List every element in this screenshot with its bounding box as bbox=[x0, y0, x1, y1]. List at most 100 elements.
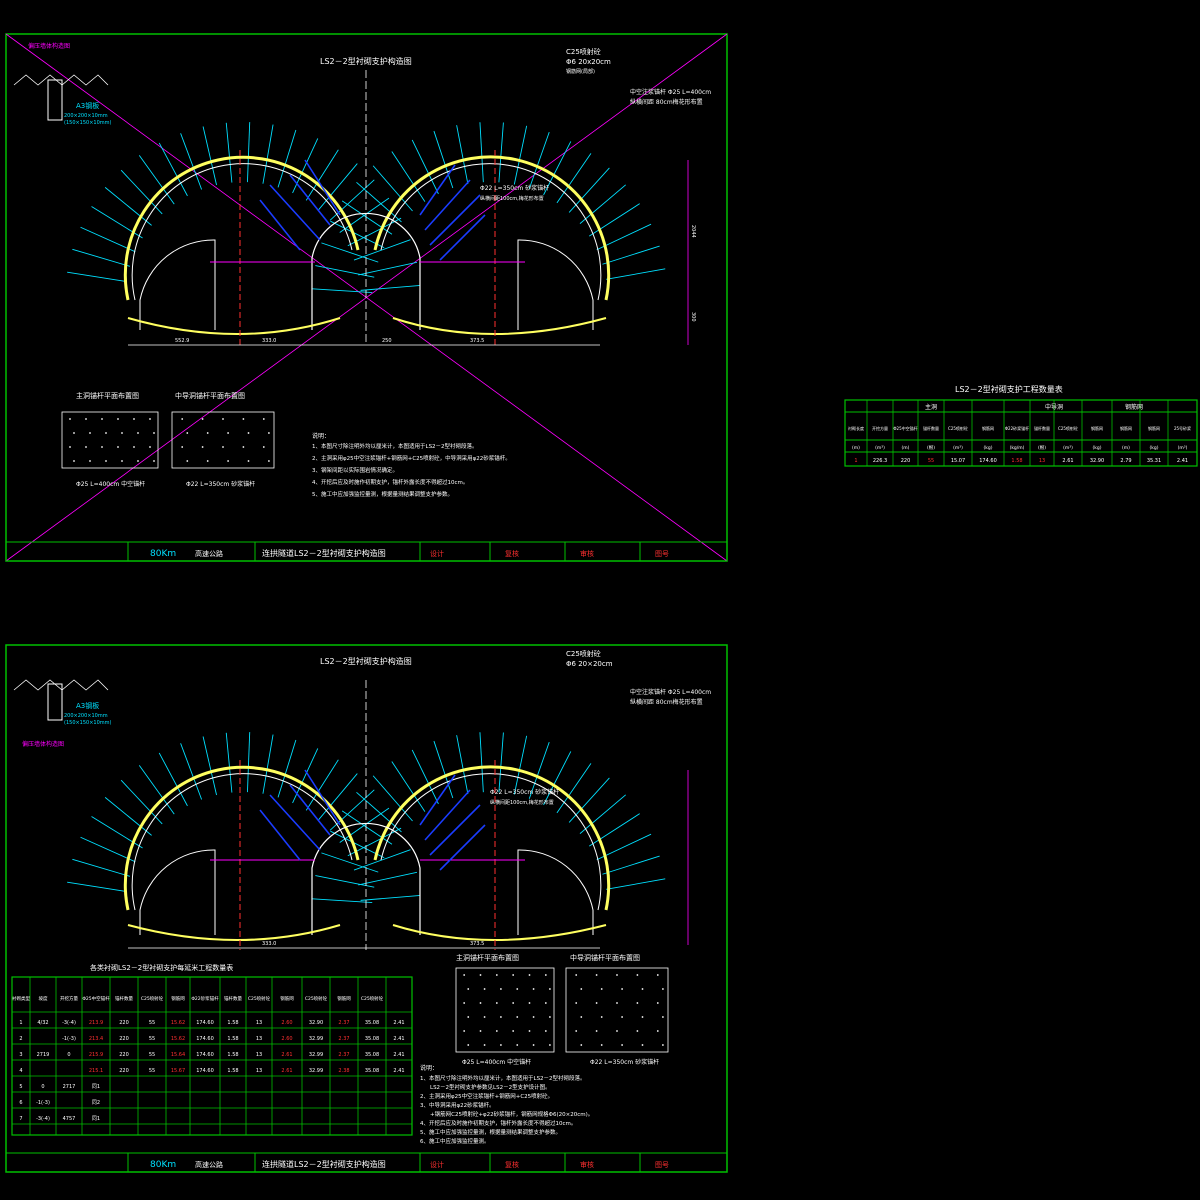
anchor-ray bbox=[391, 151, 426, 202]
qty-unit: (m) bbox=[852, 445, 860, 451]
anchor-dot bbox=[483, 1016, 486, 1018]
anchor-dot bbox=[186, 432, 189, 434]
anchor-ray bbox=[372, 775, 413, 822]
qty-unit: (m³) bbox=[1063, 445, 1073, 451]
table-cell: -3(-4) bbox=[36, 1116, 50, 1122]
anchor-dot bbox=[641, 988, 644, 990]
anchor-dot bbox=[662, 1044, 664, 1046]
mortar-bolt bbox=[289, 174, 331, 226]
anchor-dot bbox=[268, 460, 270, 462]
anchor-dot bbox=[656, 1030, 659, 1032]
titlebar-road: 高速公路 bbox=[195, 549, 223, 558]
anchor-dot bbox=[149, 418, 151, 420]
anchor-dot bbox=[621, 988, 623, 990]
titlebar-drawing: 连拱隧道LS2－2型衬砌支护构造图 bbox=[262, 1159, 386, 1169]
anchor-ray bbox=[262, 734, 274, 794]
anchor-dot bbox=[222, 418, 224, 420]
anchor-dot bbox=[656, 974, 659, 976]
anchor-dot bbox=[181, 418, 184, 420]
sheet-2-plan-dots bbox=[463, 974, 664, 1046]
a3-plate-dim-1: 200×200×10mm bbox=[64, 113, 108, 119]
anchor-dot bbox=[575, 1002, 578, 1004]
titlebar-review: 审核 bbox=[580, 1160, 594, 1169]
qty-header: C25喷射砼 bbox=[948, 425, 968, 431]
anchor-ray bbox=[588, 813, 640, 847]
right-inner-arch bbox=[517, 849, 594, 935]
dim-bottom-1: 333.0 bbox=[262, 941, 276, 947]
sheet-2-left-note: 偏压墙体构造图 bbox=[22, 740, 64, 748]
table-cell: 55 bbox=[149, 1036, 155, 1042]
qty-unit: (根) bbox=[1038, 444, 1046, 451]
anchor-dot bbox=[544, 1030, 547, 1032]
qty-value: 55 bbox=[928, 458, 934, 464]
mortar-bolt bbox=[259, 199, 301, 251]
mortar-bolt bbox=[289, 784, 331, 836]
qty-value: 15.07 bbox=[951, 458, 965, 464]
table-cell: 0 bbox=[67, 1052, 70, 1058]
anchor-ray bbox=[225, 732, 233, 793]
note-7: 5、施工中应加强监控量测，根据量测结果调整支护参数。 bbox=[420, 1128, 561, 1136]
anchor-ray bbox=[158, 752, 188, 807]
table-header: Φ25中空锚杆 bbox=[82, 995, 110, 1002]
table-cell: 55 bbox=[149, 1052, 155, 1058]
anchor-ray bbox=[602, 245, 660, 265]
table-cell: 同1 bbox=[92, 1084, 100, 1090]
anchor-dot bbox=[500, 1016, 502, 1018]
anchor-dot bbox=[483, 1044, 486, 1046]
anchor-dot bbox=[549, 988, 551, 990]
qty-unit: (根) bbox=[927, 444, 935, 451]
table-header: 锚杆数量 bbox=[224, 995, 242, 1002]
anchor-dot bbox=[105, 432, 107, 434]
table-header: 坡度 bbox=[39, 995, 48, 1002]
titlebar-road: 高速公路 bbox=[195, 1160, 223, 1169]
anchor-ray bbox=[305, 149, 339, 201]
anchor-dot bbox=[137, 460, 139, 462]
a3-plate-dim-2: (150×150×10mm) bbox=[64, 720, 112, 726]
sheet-1-mid-bolts bbox=[259, 159, 486, 261]
table-cell: 2.61 bbox=[281, 1052, 292, 1058]
anchor-ray bbox=[292, 748, 319, 804]
table-cell: 2 bbox=[19, 1036, 22, 1042]
anchor-dot bbox=[544, 1002, 547, 1004]
anchor-dot bbox=[575, 974, 578, 976]
anchor-ray bbox=[158, 142, 188, 197]
sheet-2-notes: 说明： 1、本图尺寸除注明外均以厘米计，本图适用于LS2－2型衬砌段落。 LS2… bbox=[420, 1064, 593, 1145]
table-cell: 4/32 bbox=[37, 1020, 48, 1026]
anchor-ray bbox=[80, 836, 136, 863]
note-2: LS2－2型衬砌支护参数见LS2－2型支护设计图。 bbox=[430, 1083, 551, 1091]
qty-group-steel: 钢筋网 bbox=[1125, 403, 1143, 411]
anchor-ray bbox=[202, 736, 217, 796]
anchor-dot bbox=[69, 446, 71, 448]
titlebar-speed: 80Km bbox=[150, 1160, 176, 1170]
qty-unit: (m) bbox=[902, 445, 910, 451]
titlebar-speed: 80Km bbox=[150, 549, 176, 559]
table-cell: 15.67 bbox=[171, 1068, 185, 1074]
anchor-ray bbox=[246, 732, 251, 793]
table-cell: 0 bbox=[41, 1084, 44, 1090]
anchor-dot bbox=[463, 1030, 466, 1032]
anchor-dot bbox=[662, 1016, 664, 1018]
anchor-dot bbox=[532, 1044, 535, 1046]
table-cell: 4757 bbox=[63, 1116, 76, 1122]
anchor-dot bbox=[532, 1016, 535, 1018]
table-cell: 2.60 bbox=[281, 1020, 292, 1026]
qty-unit: (m³) bbox=[1178, 445, 1188, 451]
anchor-dot bbox=[500, 1044, 502, 1046]
anchor-ray bbox=[341, 200, 393, 235]
anchor-dot bbox=[544, 974, 547, 976]
qty-unit: (m) bbox=[1122, 445, 1130, 451]
table-cell: 1.58 bbox=[227, 1036, 238, 1042]
table-cell: 32.99 bbox=[309, 1036, 323, 1042]
right-tunnel-arch bbox=[373, 155, 611, 301]
mortar-bolt bbox=[269, 794, 321, 851]
anchor-dot bbox=[268, 432, 270, 434]
anchor-dot bbox=[121, 460, 123, 462]
plan-right-title: 中导洞锚杆平面布置图 bbox=[570, 953, 640, 962]
qty-value: 1 bbox=[854, 458, 857, 464]
anchor-dot bbox=[595, 1030, 598, 1032]
anchor-dot bbox=[616, 1002, 618, 1004]
anchor-ray bbox=[341, 810, 393, 845]
table-cell: 220 bbox=[119, 1036, 129, 1042]
anchor-ray bbox=[315, 875, 375, 888]
